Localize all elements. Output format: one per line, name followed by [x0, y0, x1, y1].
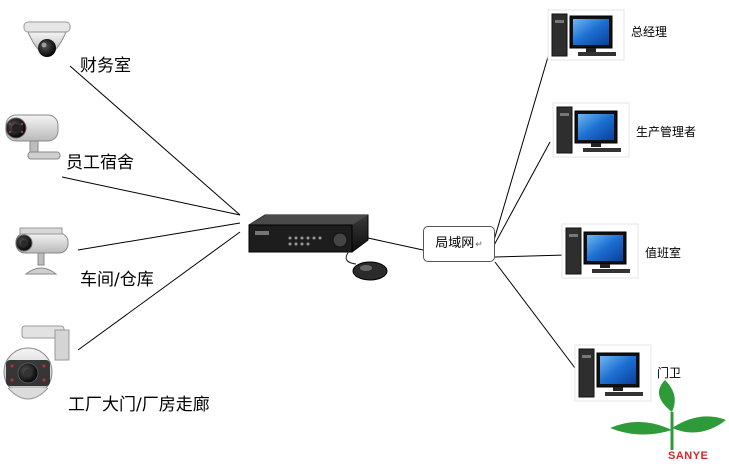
workstation-label-guard: 门卫 [657, 366, 682, 380]
ir-bullet-camera-icon [5, 114, 61, 160]
sanye-logo-icon [610, 380, 726, 450]
lan-node: 局域网↵ [423, 226, 495, 262]
link-lan-ws4 [494, 261, 576, 369]
workstation-icon [552, 102, 630, 158]
link-bullet-dvr [77, 222, 241, 251]
workstation-label-production: 生产管理者 [636, 125, 697, 139]
brand-text: SANYE [668, 450, 709, 462]
mouse-icon [345, 249, 388, 281]
lan-label: 局域网 [435, 236, 475, 251]
link-lan-ws2 [491, 141, 551, 250]
bullet-camera-icon [15, 227, 69, 275]
link-lan-ws1 [491, 49, 551, 248]
link-dvr-lan [367, 237, 424, 251]
dvr-recorder-icon [248, 214, 369, 253]
link-dome-dvr [69, 65, 241, 216]
camera-label-dormitory: 员工宿舍 [66, 153, 134, 173]
link-lan-ws3 [494, 254, 567, 258]
workstation-icon [574, 344, 652, 402]
workstation-label-duty-room: 值班室 [645, 246, 682, 260]
ptz-camera-icon [3, 325, 70, 400]
link-ir-dvr [61, 176, 241, 216]
dome-camera-icon [23, 21, 71, 57]
camera-label-workshop: 车间/仓库 [80, 270, 154, 290]
camera-label-gate: 工厂大门/厂房走廊 [68, 395, 210, 415]
link-ptz-dvr [77, 231, 241, 351]
workstation-icon [547, 9, 625, 61]
connection-lines [61, 49, 576, 369]
camera-label-finance: 财务室 [80, 56, 131, 76]
workstation-label-gm: 总经理 [631, 25, 668, 39]
workstation-icon [561, 223, 639, 279]
return-mark-icon: ↵ [475, 240, 483, 250]
